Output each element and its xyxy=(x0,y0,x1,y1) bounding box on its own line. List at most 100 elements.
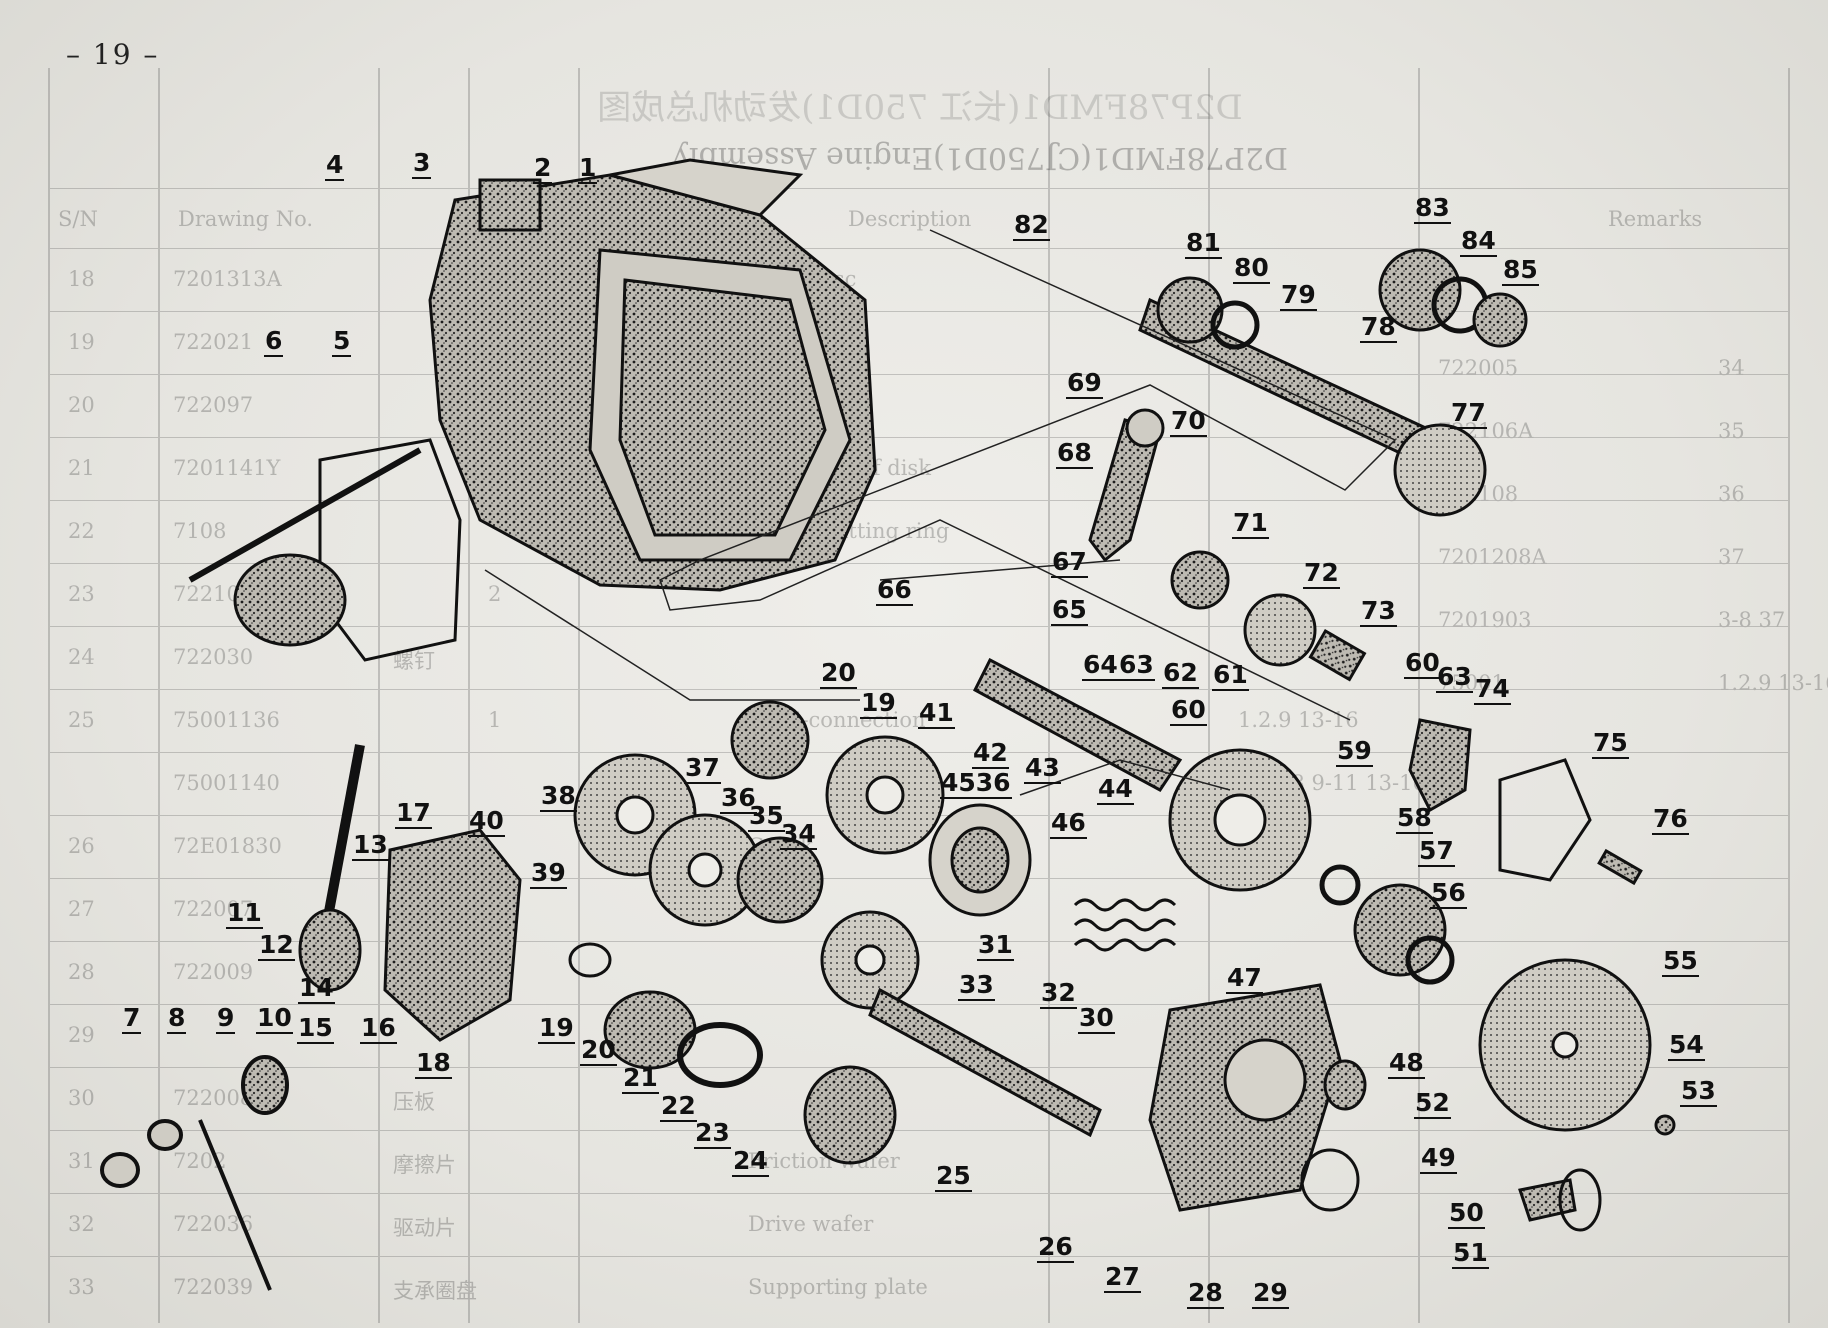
callout-22: 22 xyxy=(660,1091,697,1122)
callout-70: 70 xyxy=(1170,406,1207,437)
callout-59: 59 xyxy=(1336,736,1373,767)
callout-61: 61 xyxy=(1212,660,1249,691)
callout-24: 24 xyxy=(732,1146,769,1177)
camshaft-assembly xyxy=(973,657,1312,892)
callout-35: 35 xyxy=(748,801,785,832)
callout-56: 56 xyxy=(1430,878,1467,909)
callout-31: 31 xyxy=(977,930,1014,961)
callout-57: 57 xyxy=(1418,836,1455,867)
main-shaft-32 xyxy=(868,987,1102,1138)
callout-39: 39 xyxy=(530,858,567,889)
callout-50: 50 xyxy=(1448,1198,1485,1229)
callout-60a: 60 xyxy=(1404,648,1441,679)
callout-14: 14 xyxy=(298,973,335,1004)
callout-64: 64 xyxy=(1082,650,1119,681)
callout-33: 33 xyxy=(958,970,995,1001)
callout-7: 7 xyxy=(122,1003,142,1034)
callout-62: 62 xyxy=(1162,658,1199,689)
clutch-rod xyxy=(100,1055,289,1291)
leader-lines xyxy=(484,229,1397,796)
callout-71: 71 xyxy=(1232,508,1269,539)
callout-69: 69 xyxy=(1066,368,1103,399)
callout-65: 65 xyxy=(1051,595,1088,626)
clutch-spring-30 xyxy=(1073,898,1177,952)
callout-84: 84 xyxy=(1460,226,1497,257)
callout-47: 47 xyxy=(1226,963,1263,994)
callout-40: 40 xyxy=(468,806,505,837)
callout-19a: 19 xyxy=(538,1013,575,1044)
callout-20b: 20 xyxy=(820,658,857,689)
callout-25: 25 xyxy=(935,1161,972,1192)
callout-63b: 63 xyxy=(1436,662,1473,693)
callout-3: 3 xyxy=(412,148,432,179)
callout-72: 72 xyxy=(1303,558,1340,589)
callout-30: 30 xyxy=(1078,1003,1115,1034)
callout-16: 16 xyxy=(360,1013,397,1044)
side-cover-17 xyxy=(383,828,522,1042)
callout-52: 52 xyxy=(1414,1088,1451,1119)
callout-58: 58 xyxy=(1396,803,1433,834)
callout-11: 11 xyxy=(226,898,263,929)
callout-19b: 19 xyxy=(860,688,897,719)
callout-43: 43 xyxy=(1024,753,1061,784)
callout-66: 66 xyxy=(876,575,913,606)
callout-85: 85 xyxy=(1502,255,1539,286)
callout-46: 46 xyxy=(1050,808,1087,839)
callout-53: 53 xyxy=(1680,1076,1717,1107)
callout-38: 38 xyxy=(540,781,577,812)
callout-18: 18 xyxy=(415,1048,452,1079)
callout-76: 76 xyxy=(1652,804,1689,835)
spark-plug xyxy=(1518,1114,1676,1232)
generator-cover-47 xyxy=(1148,983,1367,1212)
callout-8: 8 xyxy=(167,1003,187,1034)
callout-21: 21 xyxy=(622,1063,659,1094)
callout-78: 78 xyxy=(1360,312,1397,343)
callout-4: 4 xyxy=(325,150,345,181)
callout-20a: 20 xyxy=(580,1035,617,1066)
callout-68: 68 xyxy=(1056,438,1093,469)
callout-75: 75 xyxy=(1592,728,1629,759)
callout-63a: 63 xyxy=(1118,650,1155,681)
callout-23: 23 xyxy=(694,1118,731,1149)
breaker-assembly xyxy=(1088,408,1643,886)
callout-4536: 4536 xyxy=(940,768,1012,799)
callout-34: 34 xyxy=(780,819,817,850)
callout-2: 2 xyxy=(533,153,553,184)
callout-42: 42 xyxy=(972,738,1009,769)
callout-51: 51 xyxy=(1452,1238,1489,1269)
callout-80: 80 xyxy=(1233,253,1270,284)
callout-79: 79 xyxy=(1280,280,1317,311)
callout-28: 28 xyxy=(1187,1278,1224,1309)
callout-55: 55 xyxy=(1662,946,1699,977)
callout-67: 67 xyxy=(1051,547,1088,578)
callout-74: 74 xyxy=(1474,674,1511,705)
shift-shaft xyxy=(188,447,422,647)
callout-54: 54 xyxy=(1668,1030,1705,1061)
callout-60b: 60 xyxy=(1170,695,1207,726)
upper-right-shaft xyxy=(1138,248,1528,517)
right-gears xyxy=(1319,864,1652,1132)
callout-12: 12 xyxy=(258,930,295,961)
callout-27: 27 xyxy=(1104,1262,1141,1293)
callout-83: 83 xyxy=(1414,193,1451,224)
callout-36a: 36 xyxy=(720,783,757,814)
callout-73: 73 xyxy=(1360,596,1397,627)
callout-17: 17 xyxy=(395,798,432,829)
callout-6: 6 xyxy=(264,326,284,357)
crankcase-assembly xyxy=(428,158,877,592)
callout-41: 41 xyxy=(918,698,955,729)
callout-82: 82 xyxy=(1013,210,1050,241)
callout-48: 48 xyxy=(1388,1048,1425,1079)
gasket-left xyxy=(318,438,462,662)
callout-81: 81 xyxy=(1185,228,1222,259)
callout-77: 77 xyxy=(1450,398,1487,429)
callout-32: 32 xyxy=(1040,978,1077,1009)
callout-13: 13 xyxy=(352,830,389,861)
callout-49: 49 xyxy=(1420,1143,1457,1174)
callout-44: 44 xyxy=(1097,774,1134,805)
callout-29: 29 xyxy=(1252,1278,1289,1309)
callout-9: 9 xyxy=(216,1003,236,1034)
kick-lever xyxy=(298,744,365,992)
